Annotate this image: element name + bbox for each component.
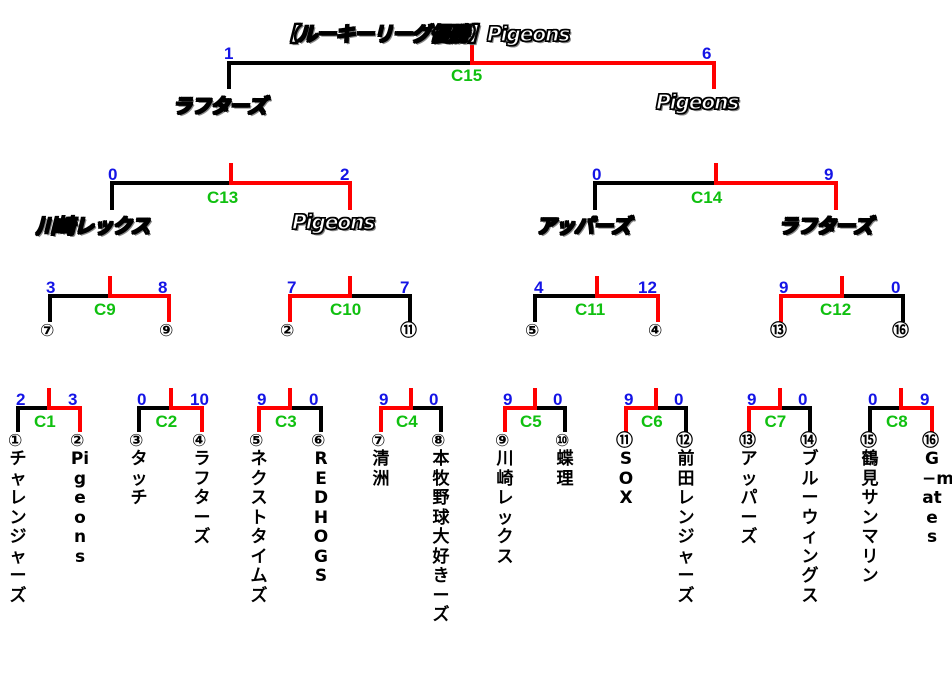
final-left-score: 1 [224,44,234,63]
qf4-match-code: C12 [820,300,852,319]
sf1-left-score: 0 [108,165,118,184]
r1-left-seed-3: ⑤ [249,431,264,451]
r1-right-team-8: G−mates [922,449,952,547]
r1-right-score-1: 3 [68,390,78,409]
r1-left-seed-5: ⑨ [495,431,510,451]
r1-match-code-7: C7 [764,412,787,431]
qf2-right-score: 7 [400,278,410,297]
r1-left-team-7: アッパーズ [740,449,758,547]
qf3-left-seed: ⑤ [525,321,540,341]
qf1-left-score: 3 [46,278,56,297]
r1-match-code-1: C1 [34,412,56,431]
r1-right-score-4: 0 [429,390,439,409]
sf1-left-team: 川崎レックス [35,213,151,238]
r1-left-score-8: 0 [868,390,878,409]
r1-left-seed-6: ⑪ [616,431,633,451]
r1-right-seed-2: ④ [192,431,207,451]
qf3-right-seed: ④ [648,321,663,341]
sf1-right-team: Pigeons [291,209,375,234]
r1-right-score-2: 10 [190,390,209,409]
sf2-left-score: 0 [592,165,602,184]
r1-right-score-5: 0 [553,390,563,409]
r1-left-team-5: 川崎レックス [496,449,514,567]
r1-left-score-6: 9 [624,390,634,409]
r1-right-team-7: ブルーウィングス [801,449,819,606]
sf1-match-code: C13 [207,188,239,207]
qf3-right-score: 12 [638,278,657,297]
r1-right-team-3: RED HOGS [313,449,329,586]
r1-right-seed-7: ⑭ [800,431,817,451]
r1-left-team-8: 鶴見サンマリン [861,449,879,586]
qf4-left-score: 9 [779,278,789,297]
sf1-right-score: 2 [340,165,350,184]
sf2-match-code: C14 [691,188,723,207]
qf1-match-code: C9 [94,300,116,319]
r1-left-score-7: 9 [747,390,757,409]
r1-right-seed-5: ⑩ [555,431,570,451]
r1-right-score-3: 0 [309,390,319,409]
r1-right-seed-8: ⑯ [922,431,939,451]
r1-left-score-2: 0 [137,390,147,409]
r1-left-seed-8: ⑮ [860,431,877,451]
r1-left-team-1: チャレンジャーズ [9,449,27,606]
qf3-match-code: C11 [575,300,606,319]
r1-right-score-8: 9 [920,390,930,409]
r1-left-seed-1: ① [8,431,23,451]
r1-match-code-5: C5 [520,412,542,431]
r1-left-seed-4: ⑦ [371,431,386,451]
r1-right-team-5: 蝶理 [556,449,574,489]
r1-left-team-2: タッチ [130,449,148,508]
r1-left-team-3: ネクストタイムズ [250,449,268,606]
qf3-left-score: 4 [534,278,544,297]
qf4-left-seed: ⑬ [770,321,787,341]
r1-left-score-1: 2 [16,390,26,409]
r1-right-team-2: ラフターズ [193,449,211,547]
qf4-right-seed: ⑯ [892,321,909,341]
r1-match-code-3: C3 [275,412,297,431]
qf1-right-score: 8 [158,278,168,297]
qf2-right-seed: ⑪ [400,321,417,341]
r1-left-team-6: SOX [618,449,634,508]
final-right-team: Pigeons [655,89,739,114]
r1-left-seed-7: ⑬ [739,431,756,451]
r1-match-code-4: C4 [396,412,418,431]
r1-right-team-4: 本牧野球大好きーズ [432,449,450,625]
r1-match-code-6: C6 [641,412,663,431]
sf2-right-score: 9 [824,165,834,184]
final-left-team: ラフターズ [171,93,267,118]
r1-left-seed-2: ③ [129,431,144,451]
r1-left-score-4: 9 [379,390,389,409]
r1-right-team-1: Pigeons [70,449,90,567]
r1-right-score-6: 0 [674,390,684,409]
qf1-left-seed: ⑦ [40,321,55,341]
r1-right-seed-4: ⑧ [431,431,446,451]
final-match-code: C15 [451,66,483,85]
qf2-match-code: C10 [330,300,362,319]
r1-right-score-7: 0 [798,390,808,409]
r1-match-code-2: C2 [155,412,178,431]
qf4-right-score: 0 [891,278,901,297]
qf1-right-seed: ⑨ [159,321,174,341]
r1-left-score-5: 9 [503,390,513,409]
r1-right-seed-3: ⑥ [311,431,326,451]
qf2-left-score: 7 [287,278,297,297]
r1-match-code-8: C8 [886,412,908,431]
sf2-left-team: アッパーズ [535,213,631,238]
final-right-score: 6 [702,44,712,63]
sf2-right-team: ラフターズ [777,213,873,238]
bracket-title: 【ルーキーリーグ優勝】Pigeons [277,21,570,46]
r1-right-team-6: 前田レンジャーズ [677,449,695,606]
r1-left-team-4: 清洲 [372,449,390,489]
r1-right-seed-1: ② [70,431,85,451]
qf2-left-seed: ② [280,321,295,341]
r1-left-score-3: 9 [257,390,267,409]
r1-right-seed-6: ⑫ [676,431,693,451]
